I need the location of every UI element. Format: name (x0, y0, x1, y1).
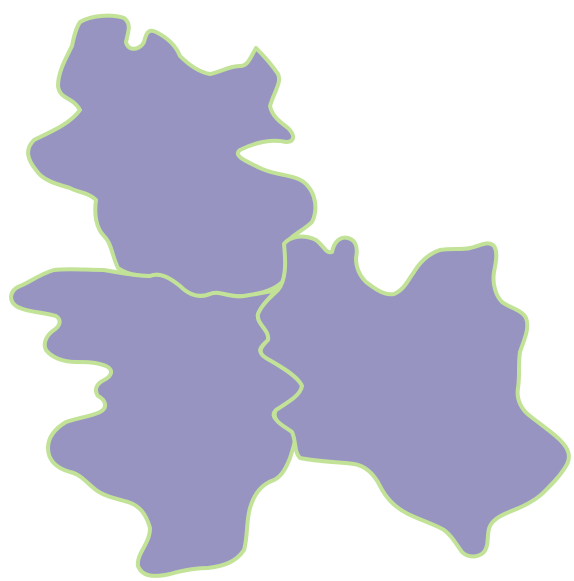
region-east[interactable] (255, 234, 571, 559)
region-north[interactable] (26, 13, 318, 299)
